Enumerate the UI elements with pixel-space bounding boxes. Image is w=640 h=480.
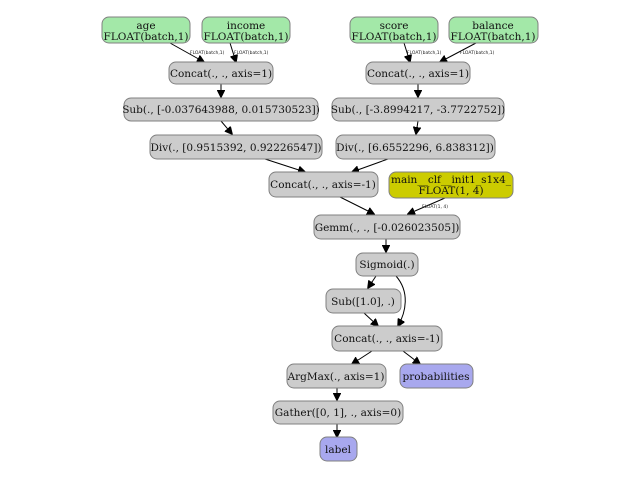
edge-divl-merge (264, 158, 305, 172)
output-node-probabilities[interactable]: probabilities (399, 363, 474, 389)
input-income-type: FLOAT(batch,1) (204, 31, 289, 43)
input-age-name: age (136, 20, 155, 32)
input-balance-type: FLOAT(batch,1) (451, 31, 536, 43)
edge-subr-divr (416, 120, 418, 134)
op-node-concat-merge[interactable]: Concat(., ., axis=-1) (268, 171, 379, 198)
concat-merge-label: Concat(., ., axis=-1) (270, 179, 376, 191)
edge-income-concat (229, 42, 236, 62)
label-output-label: label (325, 444, 352, 456)
input-score-name: score (380, 20, 409, 32)
edge-merge-gemm (339, 196, 374, 214)
edge-sub-concat (363, 312, 378, 326)
op-node-sub-right[interactable]: Sub(., [-3.8994217, -3.7722752]) (331, 97, 505, 122)
output-node-label[interactable]: label (319, 436, 358, 462)
op-node-div-right[interactable]: Div(., [6.6552296, 6.838312]) (335, 134, 496, 160)
input-node-balance[interactable]: balance FLOAT(batch,1) (448, 16, 539, 44)
init-type: FLOAT(1, 4) (418, 185, 483, 197)
input-income-name: income (227, 20, 266, 32)
edge-label-income: FLOAT(batch,1) (234, 50, 269, 56)
op-node-gather[interactable]: Gather([0, 1], ., axis=0) (272, 400, 404, 425)
op-node-concat-final[interactable]: Concat(., ., axis=-1) (331, 325, 443, 352)
init-name: main__clf__init1_s1x4_ (391, 174, 512, 186)
input-score-type: FLOAT(batch,1) (352, 31, 437, 43)
init-node[interactable]: main__clf__init1_s1x4_ FLOAT(1, 4) (388, 171, 514, 199)
sigmoid-label: Sigmoid(.) (359, 259, 414, 271)
edge-label-score: FLOAT(batch,1) (407, 50, 442, 56)
op-node-argmax[interactable]: ArgMax(., axis=1) (286, 363, 387, 389)
edge-concat-argmax (352, 350, 373, 364)
input-node-score[interactable]: score FLOAT(batch,1) (349, 16, 439, 44)
input-age-type: FLOAT(batch,1) (104, 31, 189, 43)
edge-score-concat (403, 42, 410, 62)
op-node-gemm[interactable]: Gemm(., ., [-0.026023505]) (313, 214, 461, 240)
concat-right-label: Concat(., ., axis=1) (367, 68, 469, 80)
edges (169, 42, 477, 437)
edge-init-gemm (408, 197, 446, 214)
argmax-label: ArgMax(., axis=1) (287, 371, 385, 383)
edge-labels: FLOAT(batch,1) FLOAT(batch,1) FLOAT(batc… (190, 50, 495, 210)
sub-left-label: Sub(., [-0.037643988, 0.015730523]) (122, 104, 320, 116)
edge-label-age: FLOAT(batch,1) (190, 50, 225, 56)
edge-label-balance: FLOAT(batch,1) (460, 50, 495, 56)
input-node-age[interactable]: age FLOAT(batch,1) (101, 16, 191, 44)
gather-label: Gather([0, 1], ., axis=0) (275, 407, 401, 419)
div-left-label: Div(., [0.9515392, 0.92226547]) (150, 142, 321, 154)
op-node-div-left[interactable]: Div(., [0.9515392, 0.92226547]) (149, 134, 323, 160)
edge-age-concat (169, 42, 204, 62)
sub-one-label: Sub([1.0], .) (331, 296, 395, 308)
edge-label-init: FLOAT(1, 4) (422, 204, 448, 210)
edge-balance-concat (440, 42, 477, 62)
nodes: age FLOAT(batch,1) income FLOAT(batch,1)… (101, 16, 539, 462)
sub-right-label: Sub(., [-3.8994217, -3.7722752]) (331, 104, 505, 116)
op-node-sub-one[interactable]: Sub([1.0], .) (325, 288, 402, 314)
concat-left-label: Concat(., ., axis=1) (170, 68, 272, 80)
op-node-concat-right[interactable]: Concat(., ., axis=1) (365, 61, 471, 85)
op-node-sigmoid[interactable]: Sigmoid(.) (355, 252, 419, 277)
op-node-sub-left[interactable]: Sub(., [-0.037643988, 0.015730523]) (122, 97, 320, 122)
edge-sigmoid-concat (395, 275, 406, 326)
op-node-concat-left[interactable]: Concat(., ., axis=1) (168, 61, 274, 85)
concat-final-label: Concat(., ., axis=-1) (334, 333, 440, 345)
probabilities-label: probabilities (402, 371, 469, 383)
edge-divr-merge (352, 158, 389, 172)
edge-concat-prob (402, 350, 420, 364)
div-right-label: Div(., [6.6552296, 6.838312]) (336, 142, 494, 154)
input-node-income[interactable]: income FLOAT(batch,1) (201, 16, 291, 44)
input-balance-name: balance (472, 20, 513, 32)
edge-sigmoid-sub (368, 275, 377, 288)
gemm-label: Gemm(., ., [-0.026023505]) (315, 222, 460, 234)
edge-subl-divl (220, 120, 232, 134)
